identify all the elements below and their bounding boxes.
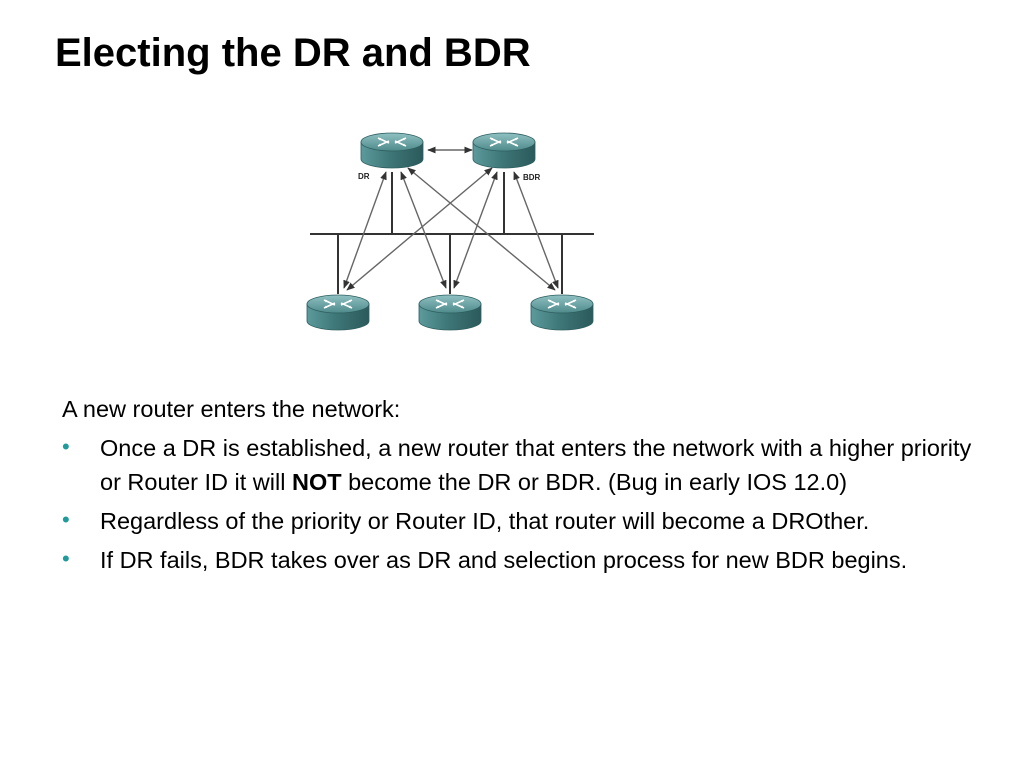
bullet-text: If DR fails, BDR takes over as DR and se… [100, 547, 908, 573]
bdr-drother-2-adjacency [453, 171, 498, 289]
bullet-text: Once a DR is established, a new router t… [100, 435, 972, 495]
dr-label: DR [358, 172, 370, 181]
bullet-item: • If DR fails, BDR takes over as DR and … [62, 543, 992, 577]
dr-drother-1-adjacency [343, 171, 387, 289]
bdr-label: BDR [523, 173, 541, 182]
bullet-dot-icon: • [62, 434, 70, 459]
drother-1-router-icon [306, 294, 370, 331]
slide-body: A new router enters the network: • Once … [62, 392, 992, 582]
slide-title: Electing the DR and BDR [55, 31, 531, 75]
bullet-item: • Once a DR is established, a new router… [62, 431, 992, 499]
bullet-text: become the DR or BDR. (Bug in early IOS … [341, 469, 848, 495]
drother-3-router-icon [530, 294, 594, 331]
bullet-dot-icon: • [62, 546, 70, 571]
bullet-emphasis: NOT [291, 469, 342, 495]
bdr-drother-3-adjacency [513, 171, 559, 289]
bullet-list: • Once a DR is established, a new router… [62, 431, 992, 577]
dr-router-icon [360, 132, 424, 169]
bullet-text: Regardless of the priority or Router ID,… [100, 508, 870, 534]
drother-2-router-icon [418, 294, 482, 331]
dr-drother-2-adjacency [400, 171, 447, 289]
bullet-item: • Regardless of the priority or Router I… [62, 504, 992, 538]
bullet-dot-icon: • [62, 507, 70, 532]
bdr-router-icon [472, 132, 536, 169]
bdr-drother-1-adjacency [346, 167, 493, 291]
intro-text: A new router enters the network: [62, 396, 401, 422]
network-diagram: DR BDR [306, 132, 594, 331]
dr-drother-3-adjacency [407, 167, 556, 291]
